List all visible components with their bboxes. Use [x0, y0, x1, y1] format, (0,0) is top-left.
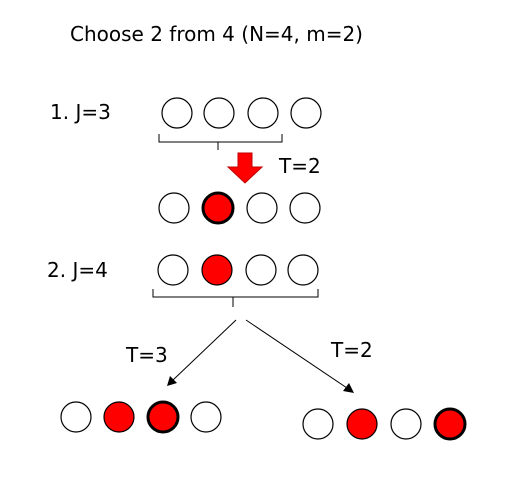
step2-initial-circle-1-empty: [157, 254, 189, 286]
step2-right-t-label: T=2: [331, 338, 373, 362]
step2-initial-circle-4-empty: [287, 254, 319, 286]
step2-left-result-circle-2-selected: [103, 401, 135, 433]
step1-t-label: T=2: [279, 154, 321, 178]
step1-result-row: [158, 191, 321, 225]
step1-result-circle-1-empty: [158, 192, 190, 224]
step2-initial-row: [157, 254, 319, 286]
step1-down-arrow-icon: [226, 152, 264, 184]
step2-label: 2. J=4: [47, 258, 108, 282]
step1-initial-row: [161, 97, 322, 129]
step2-left-branch-line: [172, 319, 237, 381]
step1-initial-circle-4-empty: [290, 97, 322, 129]
step1-brace: [158, 134, 283, 150]
step2-right-result-circle-3-empty: [390, 408, 422, 440]
step2-brace: [152, 289, 319, 307]
step2-right-arrowhead-icon: [343, 383, 354, 393]
diagram-title: Choose 2 from 4 (N=4, m=2): [70, 22, 363, 46]
step2-right-result-circle-1-empty: [302, 408, 334, 440]
step1-result-circle-3-empty: [246, 192, 278, 224]
step2-initial-circle-3-empty: [245, 254, 277, 286]
step1-initial-circle-3-empty: [247, 97, 279, 129]
step2-initial-circle-2-selected: [201, 254, 233, 286]
step2-right-result-circle-4-selected: [433, 407, 467, 441]
step2-left-result-circle-4-empty: [190, 401, 222, 433]
step1-initial-circle-1-empty: [161, 97, 193, 129]
step2-left-result-circle-1-empty: [60, 401, 92, 433]
step2-right-result-row: [302, 407, 467, 441]
step1-label: 1. J=3: [50, 100, 111, 124]
step1-result-circle-4-empty: [289, 192, 321, 224]
step1-initial-circle-2-empty: [203, 97, 235, 129]
step2-right-branch-line: [245, 319, 348, 389]
step2-right-result-circle-2-selected: [346, 408, 378, 440]
step2-left-t-label: T=3: [126, 343, 168, 367]
step1-result-circle-2-selected: [201, 191, 235, 225]
step2-left-arrowhead-icon: [167, 376, 177, 386]
step2-left-result-row: [60, 400, 222, 434]
step2-left-result-circle-3-selected: [146, 400, 180, 434]
